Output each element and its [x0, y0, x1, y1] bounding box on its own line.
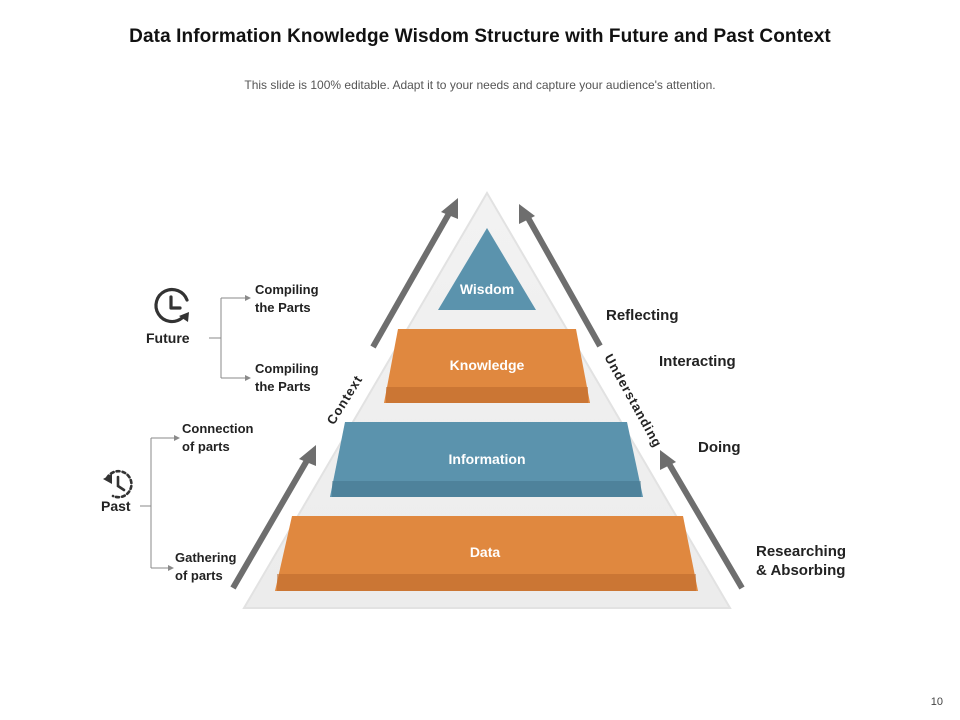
tier-knowledge-shade	[386, 387, 588, 403]
tier-information	[330, 422, 643, 497]
tier-label-knowledge: Knowledge	[449, 357, 525, 373]
tier-data-shade	[277, 574, 696, 591]
past-item-2: Gathering of parts	[175, 549, 236, 585]
tier-label-information: Information	[448, 451, 526, 467]
past-bracket-arrowhead-bottom	[168, 565, 174, 571]
slide-subtitle: This slide is 100% editable. Adapt it to…	[244, 78, 716, 92]
context-arrow-upper	[370, 198, 458, 349]
past-item-1-line1: Connection	[182, 421, 254, 436]
researching-label-line2: & Absorbing	[756, 562, 846, 579]
future-item-1-line2: the Parts	[255, 300, 311, 315]
past-item-1: Connection of parts	[182, 420, 254, 456]
future-item-1-line1: Compiling	[255, 282, 319, 297]
tier-wisdom	[438, 228, 536, 310]
clock-history-icon-arrowhead	[103, 474, 112, 484]
past-item-2-line2: of parts	[175, 568, 223, 583]
future-bracket-arrowhead-bottom	[245, 375, 251, 381]
reflecting-label: Reflecting	[606, 307, 679, 324]
future-bracket-arrowhead-top	[245, 295, 251, 301]
clock-history-icon	[105, 469, 133, 499]
context-arrow-lower	[230, 445, 316, 590]
tier-label-wisdom: Wisdom	[459, 281, 515, 297]
past-bracket	[140, 437, 176, 569]
future-label: Future	[146, 330, 190, 346]
doing-label: Doing	[698, 439, 741, 456]
tier-knowledge	[384, 329, 590, 403]
researching-label: Researching & Absorbing	[756, 542, 846, 580]
past-item-1-line2: of parts	[182, 439, 230, 454]
tier-information-shade	[332, 481, 641, 497]
future-item-2-line2: the Parts	[255, 379, 311, 394]
past-item-2-line1: Gathering	[175, 550, 237, 565]
past-label: Past	[101, 498, 131, 514]
tier-label-data: Data	[469, 544, 501, 560]
future-item-1: Compiling the Parts	[255, 281, 319, 317]
understanding-arrow-lower	[660, 450, 745, 590]
future-item-2: Compiling the Parts	[255, 360, 319, 396]
slide-title: Data Information Knowledge Wisdom Struct…	[129, 26, 831, 47]
interacting-label: Interacting	[659, 353, 736, 370]
researching-label-line1: Researching	[756, 543, 847, 560]
future-item-2-line1: Compiling	[255, 361, 319, 376]
clock-forward-icon	[154, 287, 189, 324]
tier-data	[275, 516, 698, 591]
understanding-arrow-upper	[519, 204, 603, 348]
page-number: 10	[930, 696, 943, 708]
future-bracket	[209, 297, 247, 379]
past-bracket-arrowhead-top	[174, 435, 180, 441]
clock-forward-icon-arrowhead	[179, 312, 189, 322]
